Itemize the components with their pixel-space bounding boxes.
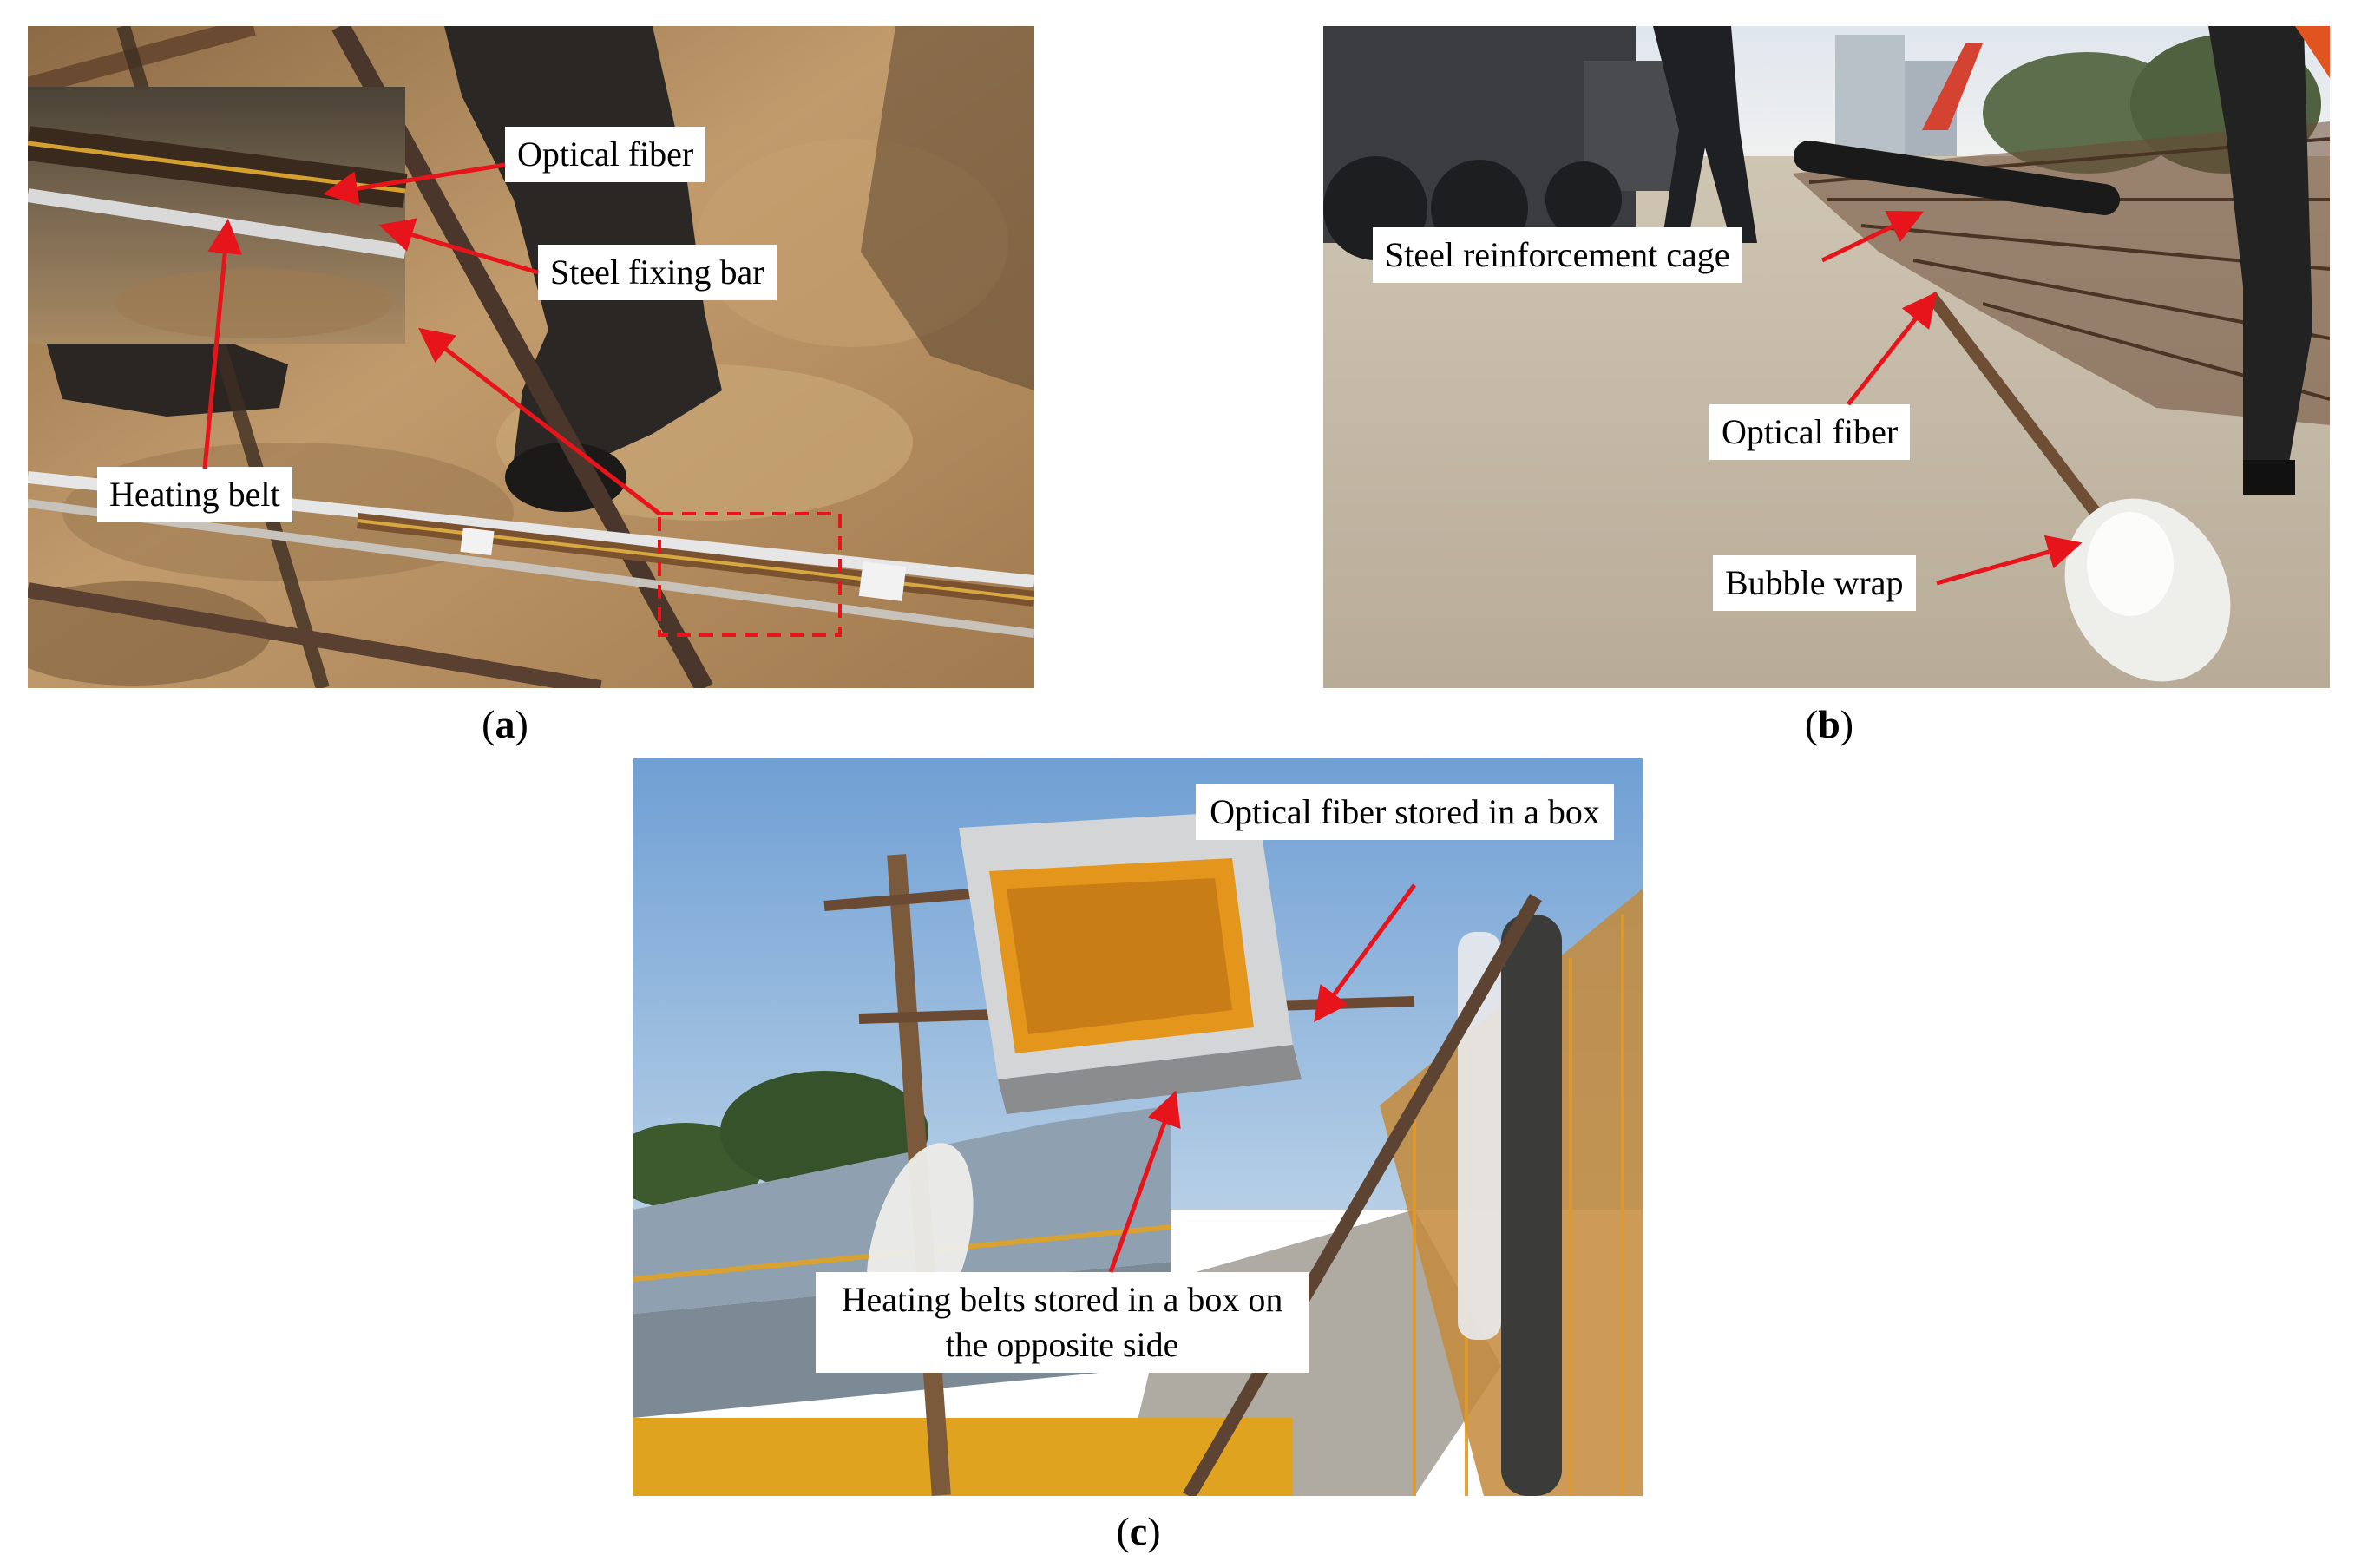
label-optical-fiber-box: Optical fiber stored in a box — [1196, 784, 1614, 840]
muddy-rebar-photo — [28, 26, 1034, 688]
label-heating-belt: Heating belt — [97, 467, 292, 522]
photo-panel-c — [633, 758, 1643, 1496]
label-steel-fixing-bar: Steel fixing bar — [538, 245, 777, 300]
label-optical-fiber-b: Optical fiber — [1709, 404, 1911, 460]
site-box-photo — [633, 758, 1643, 1496]
label-optical-fiber-a: Optical fiber — [505, 127, 706, 182]
caption-a: (a) — [482, 702, 528, 746]
label-bubble-wrap: Bubble wrap — [1713, 555, 1916, 611]
caption-b: (b) — [1804, 702, 1854, 746]
label-heating-belts-box: Heating belts stored in a box on the opp… — [816, 1272, 1309, 1373]
photo-panel-a — [28, 26, 1034, 688]
caption-c: (c) — [1116, 1509, 1161, 1553]
label-steel-reinforcement-cage: Steel reinforcement cage — [1373, 227, 1742, 283]
